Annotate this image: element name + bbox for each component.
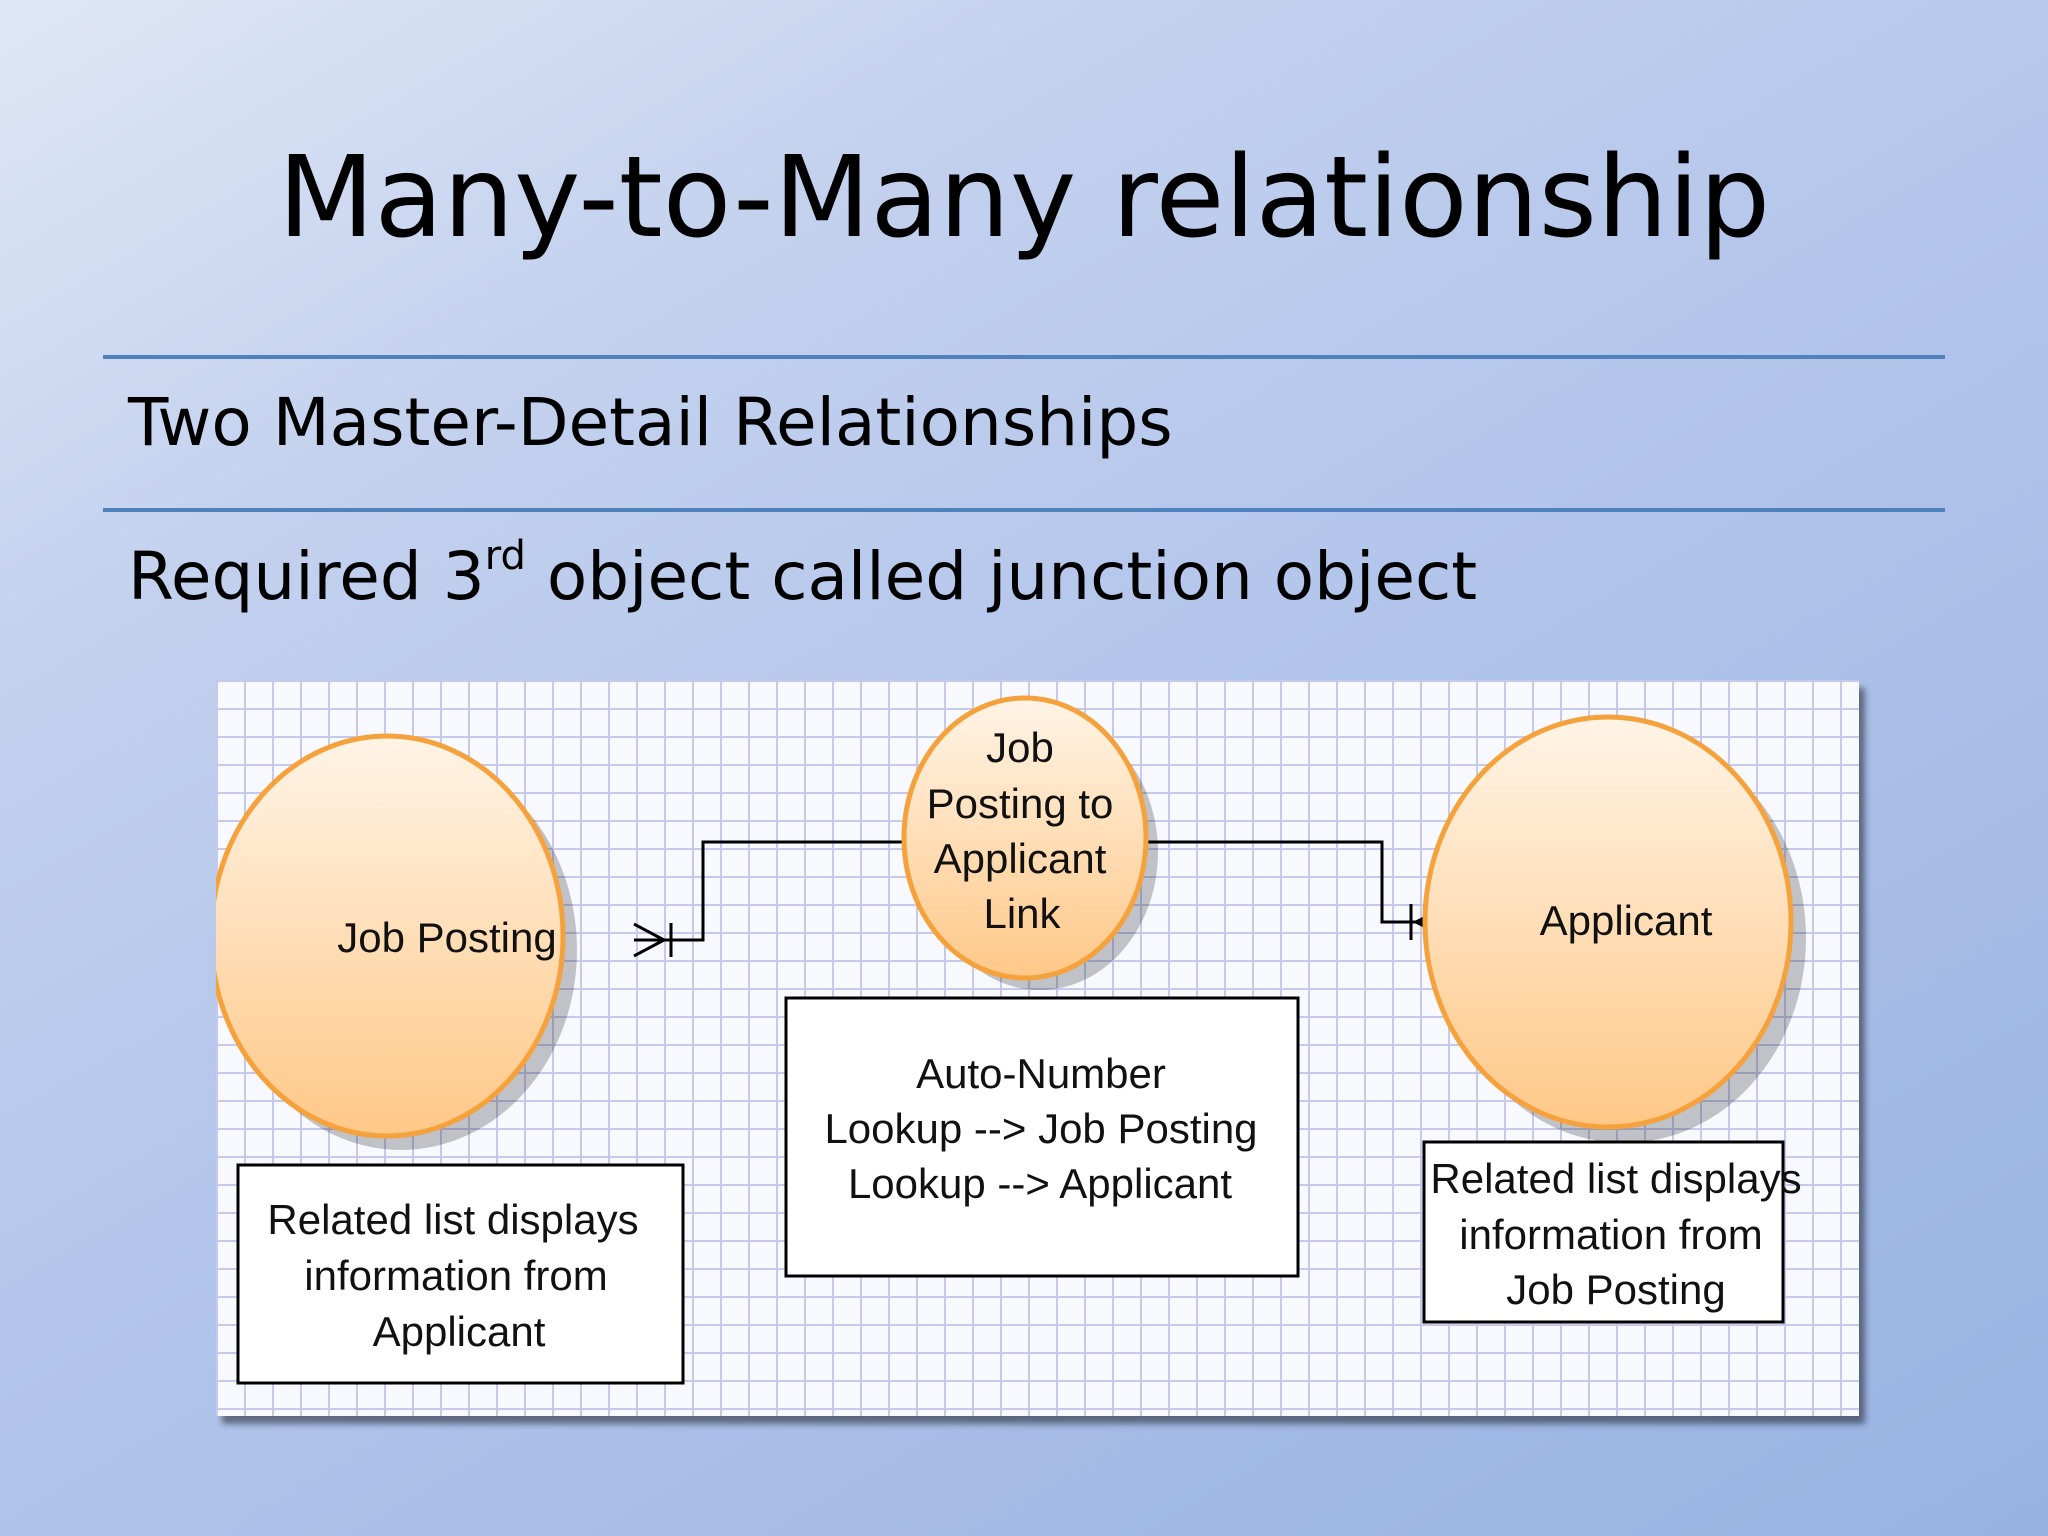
- node-junction-line-2: Posting to: [927, 780, 1114, 827]
- connector-job-posting-to-junction: [701, 840, 902, 942]
- connector-junction-to-applicant: [1148, 840, 1448, 924]
- node-job-posting-label: Job Posting: [337, 914, 556, 961]
- node-applicant: [1422, 714, 1794, 1130]
- node-junction-line-3: Applicant: [934, 835, 1107, 882]
- note-center-line-2: Lookup --> Job Posting: [824, 1105, 1257, 1152]
- note-right-line-2: information from: [1459, 1211, 1762, 1258]
- note-left-line-3: Applicant: [373, 1308, 546, 1355]
- er-diagram-canvas: Job Posting Job Posting to Applicant Lin…: [216, 695, 1806, 1385]
- bullet-junction-object: Required 3rd object called junction obje…: [128, 536, 1478, 617]
- node-junction: [901, 695, 1149, 981]
- note-box-left: [236, 1163, 685, 1385]
- er-diagram: Job Posting Job Posting to Applicant Lin…: [216, 680, 1859, 1416]
- note-left-line-2: information from: [304, 1252, 607, 1299]
- slide-title: Many-to-Many relationship: [277, 133, 1771, 263]
- note-box-center: [784, 996, 1300, 1278]
- note-right-line-3: Job Posting: [1506, 1266, 1725, 1313]
- bullet-junction-suffix: object called junction object: [525, 538, 1478, 615]
- note-center-line-3: Lookup --> Applicant: [848, 1160, 1232, 1207]
- note-center-line-1: Auto-Number: [916, 1050, 1166, 1097]
- node-junction-line-4: Link: [983, 890, 1061, 937]
- note-box-right: [1422, 1140, 1785, 1324]
- crows-foot-job-posting: [633, 922, 703, 958]
- bullet-master-detail: Two Master-Detail Relationships: [128, 384, 1173, 461]
- middle-divider: [103, 508, 1945, 512]
- note-left-line-1: Related list displays: [267, 1196, 638, 1243]
- node-applicant-label: Applicant: [1540, 897, 1713, 944]
- node-junction-line-1: Job: [986, 724, 1054, 771]
- bullet-junction-prefix: Required 3: [128, 538, 485, 615]
- note-right-line-1: Related list displays: [1430, 1155, 1801, 1202]
- node-job-posting: [216, 733, 566, 1139]
- top-divider: [103, 355, 1945, 359]
- bullet-junction-superscript: rd: [484, 533, 526, 579]
